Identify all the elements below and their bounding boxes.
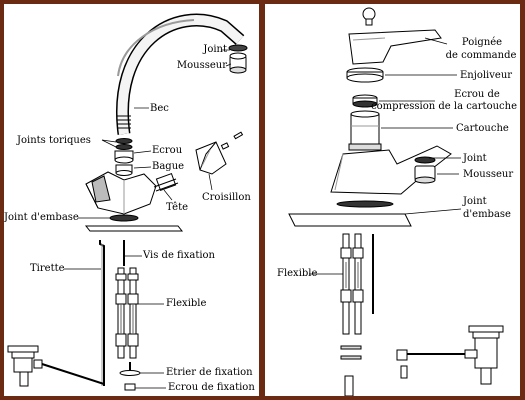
base-plate-right	[288, 213, 412, 227]
label-joint-embase: Joint d'embase	[4, 212, 79, 223]
flexible-hoses	[115, 267, 139, 359]
label-joints-toriques: Joints toriques	[17, 135, 91, 146]
fixing-bracket	[119, 370, 141, 376]
label-joint-embase-line1: Joint	[463, 196, 487, 207]
left-leader-lines	[64, 49, 232, 389]
valve-head	[153, 172, 179, 192]
drain-assembly	[7, 345, 105, 387]
label-flexible: Flexible	[166, 298, 207, 309]
right-panel-single-lever-tap: Poignée de commande Enjoliveur Ecrou de …	[265, 4, 520, 396]
label-ecrou-fixation: Ecrou de fixation	[168, 382, 255, 393]
fixing-nut	[124, 383, 136, 391]
label-joint: Joint	[203, 44, 227, 55]
aerator-joint-ring	[228, 44, 248, 52]
right-leader-lines	[309, 37, 462, 275]
label-bague: Bague	[152, 161, 185, 172]
label-joint-embase-line2: d'embase	[463, 209, 511, 220]
base-joint	[109, 214, 139, 222]
label-ecrou: Ecrou	[152, 145, 183, 156]
label-cartouche: Cartouche	[456, 123, 509, 134]
label-ecrou-line2: compression de la cartouche	[371, 101, 517, 112]
cross-handle	[195, 141, 227, 175]
label-joint: Joint	[463, 153, 487, 164]
label-bec: Bec	[150, 103, 169, 114]
label-poignee-line2: de commande	[445, 50, 517, 61]
spout-outline	[116, 13, 245, 135]
left-exploded-diagram	[7, 13, 248, 391]
label-poignee-line1: Poignée	[461, 37, 503, 48]
drain-assembly-right	[396, 325, 504, 385]
label-mousseur: Mousseur	[176, 60, 227, 71]
spout-fill	[117, 15, 244, 135]
label-vis-fixation: Vis de fixation	[143, 250, 216, 261]
label-croisillon: Croisillon	[202, 192, 251, 203]
cartridge	[350, 113, 380, 145]
right-exploded-diagram	[288, 7, 504, 396]
left-panel-mixer-tap: Joint Mousseur Bec Joints toriques Ecrou…	[4, 4, 259, 396]
label-ecrou-line1: Ecrou de	[454, 89, 500, 100]
label-tirette: Tirette	[30, 263, 65, 274]
flexible-hoses-right	[340, 233, 364, 335]
label-enjoliveur: Enjoliveur	[460, 70, 513, 81]
label-tete: Tête	[166, 202, 189, 213]
label-etrier-fixation: Etrier de fixation	[166, 367, 253, 378]
base-plate	[84, 225, 184, 232]
lever-handle	[348, 29, 442, 65]
label-flexible: Flexible	[277, 268, 318, 279]
label-mousseur: Mousseur	[463, 169, 514, 180]
